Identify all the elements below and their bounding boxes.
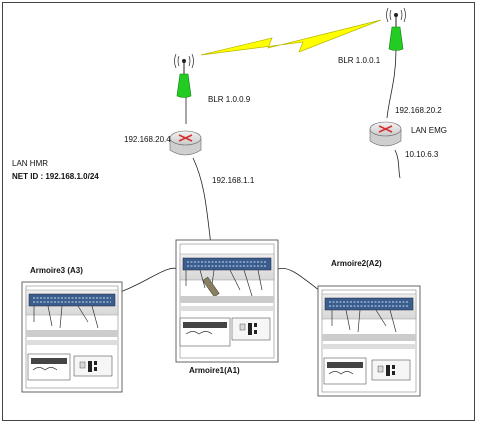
armoire1-label: Armoire1(A1) — [189, 366, 240, 375]
wireless-link-bolt — [200, 19, 382, 56]
blr-right-label: BLR 1.0.0.1 — [338, 56, 381, 65]
router-left — [169, 130, 202, 156]
switch-a3 — [28, 293, 116, 307]
ip-right-router-label: 192.168.20.2 — [395, 106, 442, 115]
ip-emg-label: 10.10.6.3 — [405, 150, 439, 159]
switch-a1 — [182, 257, 272, 271]
antenna-left — [174, 53, 194, 98]
a1-to-a3-cable — [114, 267, 182, 295]
armoire2-label: Armoire2(A2) — [331, 259, 382, 268]
blr-left-label: BLR 1.0.0.9 — [208, 95, 251, 104]
cabinet-a3 — [21, 281, 123, 393]
antenna-right-to-router-cable — [386, 49, 397, 119]
switch-a2 — [324, 297, 414, 311]
antenna-right — [386, 7, 406, 51]
ip-lan-label: 192.168.1.1 — [212, 176, 255, 185]
router-right-down-cable — [394, 149, 401, 179]
diagram-frame — [2, 2, 475, 421]
lan-emg-label: LAN EMG — [411, 126, 448, 135]
armoire3-label: Armoire3 (A3) — [30, 266, 83, 275]
net-id-label: NET ID : 192.168.1.0/24 — [12, 172, 99, 181]
cabinet-a1 — [175, 239, 279, 363]
lan-hmr-label: LAN HMR — [12, 159, 49, 168]
cabinet-a2 — [317, 285, 421, 397]
router-right — [369, 121, 402, 147]
ip-left-router-label: 192.168.20.4 — [124, 135, 171, 144]
